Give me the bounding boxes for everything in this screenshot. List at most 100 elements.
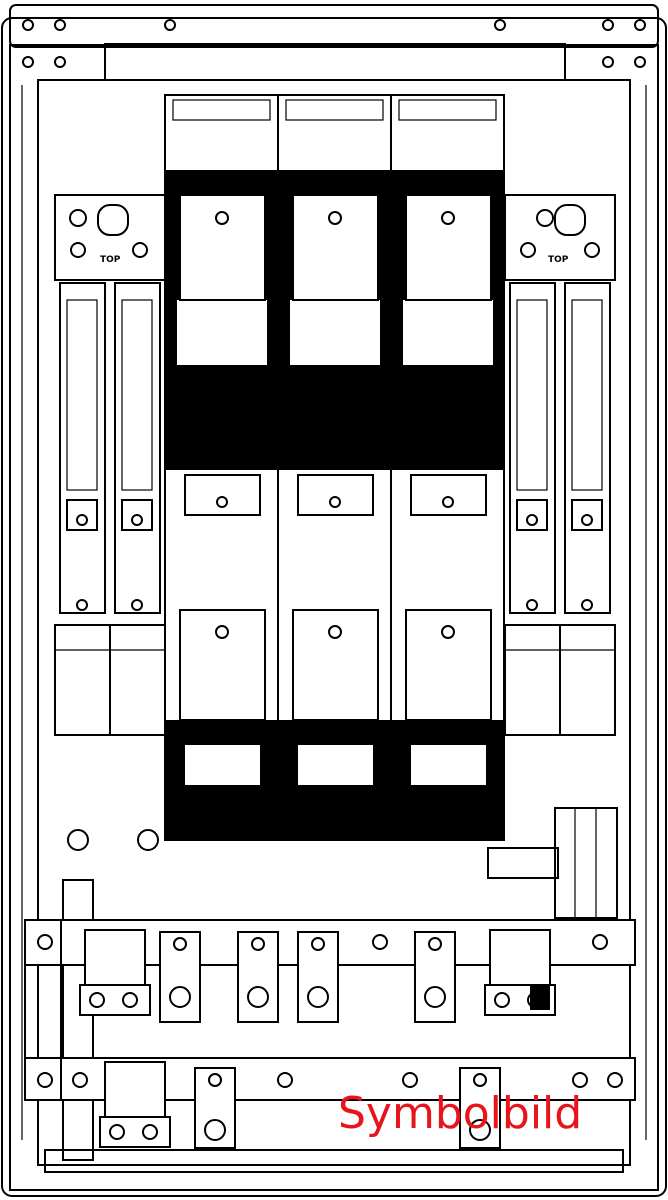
busbar-hole [607,1072,623,1088]
busbar-hole [37,934,53,950]
clamp-screw [89,992,105,1008]
clamp-body [194,1067,236,1149]
clamp-screw [109,1124,125,1140]
screw [428,937,442,951]
pen-terminal [484,929,556,1016]
busbar-hole [37,1072,53,1088]
pen-terminal [79,929,151,1016]
fuse-window [290,300,380,365]
busbar-hole [402,1072,418,1088]
screw [494,19,506,31]
pen-terminal-body [84,929,146,986]
cabinet-frame [1,4,667,1197]
terminal-clamp [194,1067,236,1149]
contact-clip-mid [184,474,261,516]
screw [634,56,646,68]
side-fuse-body [564,282,611,614]
side-fuse-clip [66,499,98,531]
clamp-screw [204,1119,226,1141]
pen-terminal-body [104,1061,166,1118]
side-fuse-link [121,299,153,491]
clamp-screw [494,992,510,1008]
top-label-left: TOP [100,255,121,265]
terminal-clamp [459,1067,501,1149]
side-fuse-body [114,282,161,614]
terminal-clamp [159,931,201,1023]
contact-clip-mid [297,474,374,516]
screw [328,625,342,639]
screw [473,1073,487,1087]
side-fuse-link [571,299,603,491]
clamp-screw [307,986,329,1008]
pen-terminal [99,1061,171,1148]
pen-clamp [79,984,151,1016]
side-fuse [559,282,616,736]
screw [602,19,614,31]
screw [216,496,228,508]
screw [311,937,325,951]
fuse-bases [164,94,505,841]
side-fuse-link [66,299,98,491]
terminal-clamp [414,931,456,1023]
symbolbild-watermark: Symbolbild [338,1088,583,1139]
screw [526,514,538,526]
screw [441,625,455,639]
terminal-window [298,745,373,785]
side-fuse-clip [571,499,603,531]
clamp-screw [169,986,191,1008]
side-fuse [504,282,561,736]
screw [329,496,341,508]
fuse-handle [172,99,271,121]
fuse-base [390,94,505,841]
contact-clip-bottom [179,609,266,721]
screw [54,19,66,31]
side-fuse-clip [121,499,153,531]
screw [581,514,593,526]
side-fuse-clip [516,499,548,531]
contact-clip-top [179,194,266,301]
right-top-bracket: TOP [504,194,616,281]
screw [131,514,143,526]
screw [131,599,143,611]
terminal-window [411,745,486,785]
pen-terminal-body [489,929,551,986]
screw [581,599,593,611]
terminals [37,929,623,1149]
side-module-base [504,624,561,736]
terminal-window [185,745,260,785]
fuse-base [164,94,279,841]
contact-clip-mid [410,474,487,516]
clamp-screw [122,992,138,1008]
terminal-insert [530,985,550,1010]
mounting-hole [67,829,89,851]
fuse-handle [285,99,384,121]
screw [328,211,342,225]
screw [634,19,646,31]
surge-protector [487,807,618,919]
busbar-hole [592,934,608,950]
side-module-base [54,624,111,736]
screw [215,625,229,639]
screw [22,56,34,68]
screw [54,56,66,68]
clamp-body [159,931,201,1023]
side-module-base [109,624,166,736]
clamp-body [297,931,339,1023]
screw [164,19,176,31]
side-fuse-link [516,299,548,491]
top-label-right: TOP [548,255,569,265]
screw [602,56,614,68]
clamp-body [459,1067,501,1149]
side-fuse-body [59,282,106,614]
clamp-screw [142,1124,158,1140]
fuse-base [277,94,392,841]
screw [442,496,454,508]
mounting-hole [137,829,159,851]
terminal-clamp [237,931,279,1023]
side-fuse-body [509,282,556,614]
clamp-screw [469,1119,491,1141]
terminal-clamp [297,931,339,1023]
screw [215,211,229,225]
fuse-handle [398,99,497,121]
